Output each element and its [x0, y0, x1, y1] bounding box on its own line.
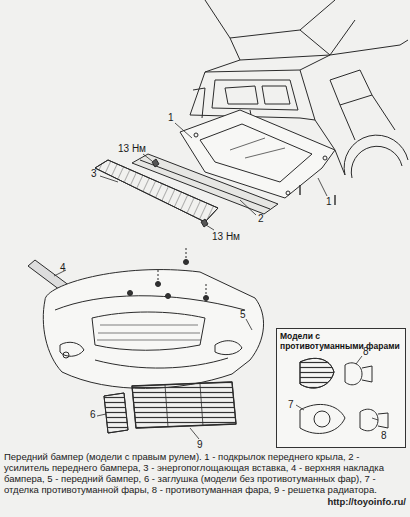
- callout-number: 7: [288, 399, 294, 410]
- bumper-reinforcement: [132, 154, 278, 227]
- front-bumper: [43, 248, 263, 388]
- callout-number: 8: [381, 430, 387, 441]
- callout-number: 1: [168, 112, 174, 123]
- callout-number: 6: [90, 409, 96, 420]
- callout-number: 5: [240, 309, 246, 320]
- callout-number: 1: [326, 196, 332, 207]
- callout-number: 3: [91, 168, 97, 179]
- radiator-grille: [132, 382, 236, 428]
- callout-number: 2: [258, 213, 264, 224]
- torque-value: 13 Нм: [118, 143, 146, 154]
- callout-number: 4: [60, 262, 66, 273]
- watermark: http://toyoinfo.ru/: [327, 496, 406, 507]
- caption: Передний бампер (модели с правым рулем).…: [4, 451, 406, 495]
- inset-title: Модели с противотуманными фарами: [277, 329, 405, 353]
- callout-number: 8: [363, 346, 369, 357]
- leader-lines: [54, 123, 327, 439]
- callout-number: 9: [197, 439, 203, 450]
- fog-lamp-inset: [296, 356, 388, 433]
- torque-value: 13 Нм: [212, 231, 240, 242]
- plug: [104, 393, 128, 433]
